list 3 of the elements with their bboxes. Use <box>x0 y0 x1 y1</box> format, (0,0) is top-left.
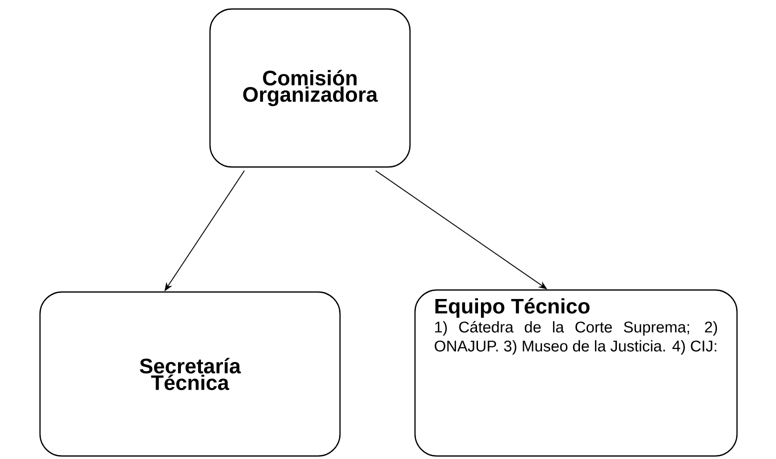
org-box: Secretaría Técnica <box>39 291 341 457</box>
org-box: Equipo Técnico 1) Cátedra de la Corte Suprema; 2) ONAJUP. 3) Museo de la Justicia. 4) CIJ: <box>414 289 738 457</box>
org-box: Comisión Organizadora <box>209 8 411 168</box>
